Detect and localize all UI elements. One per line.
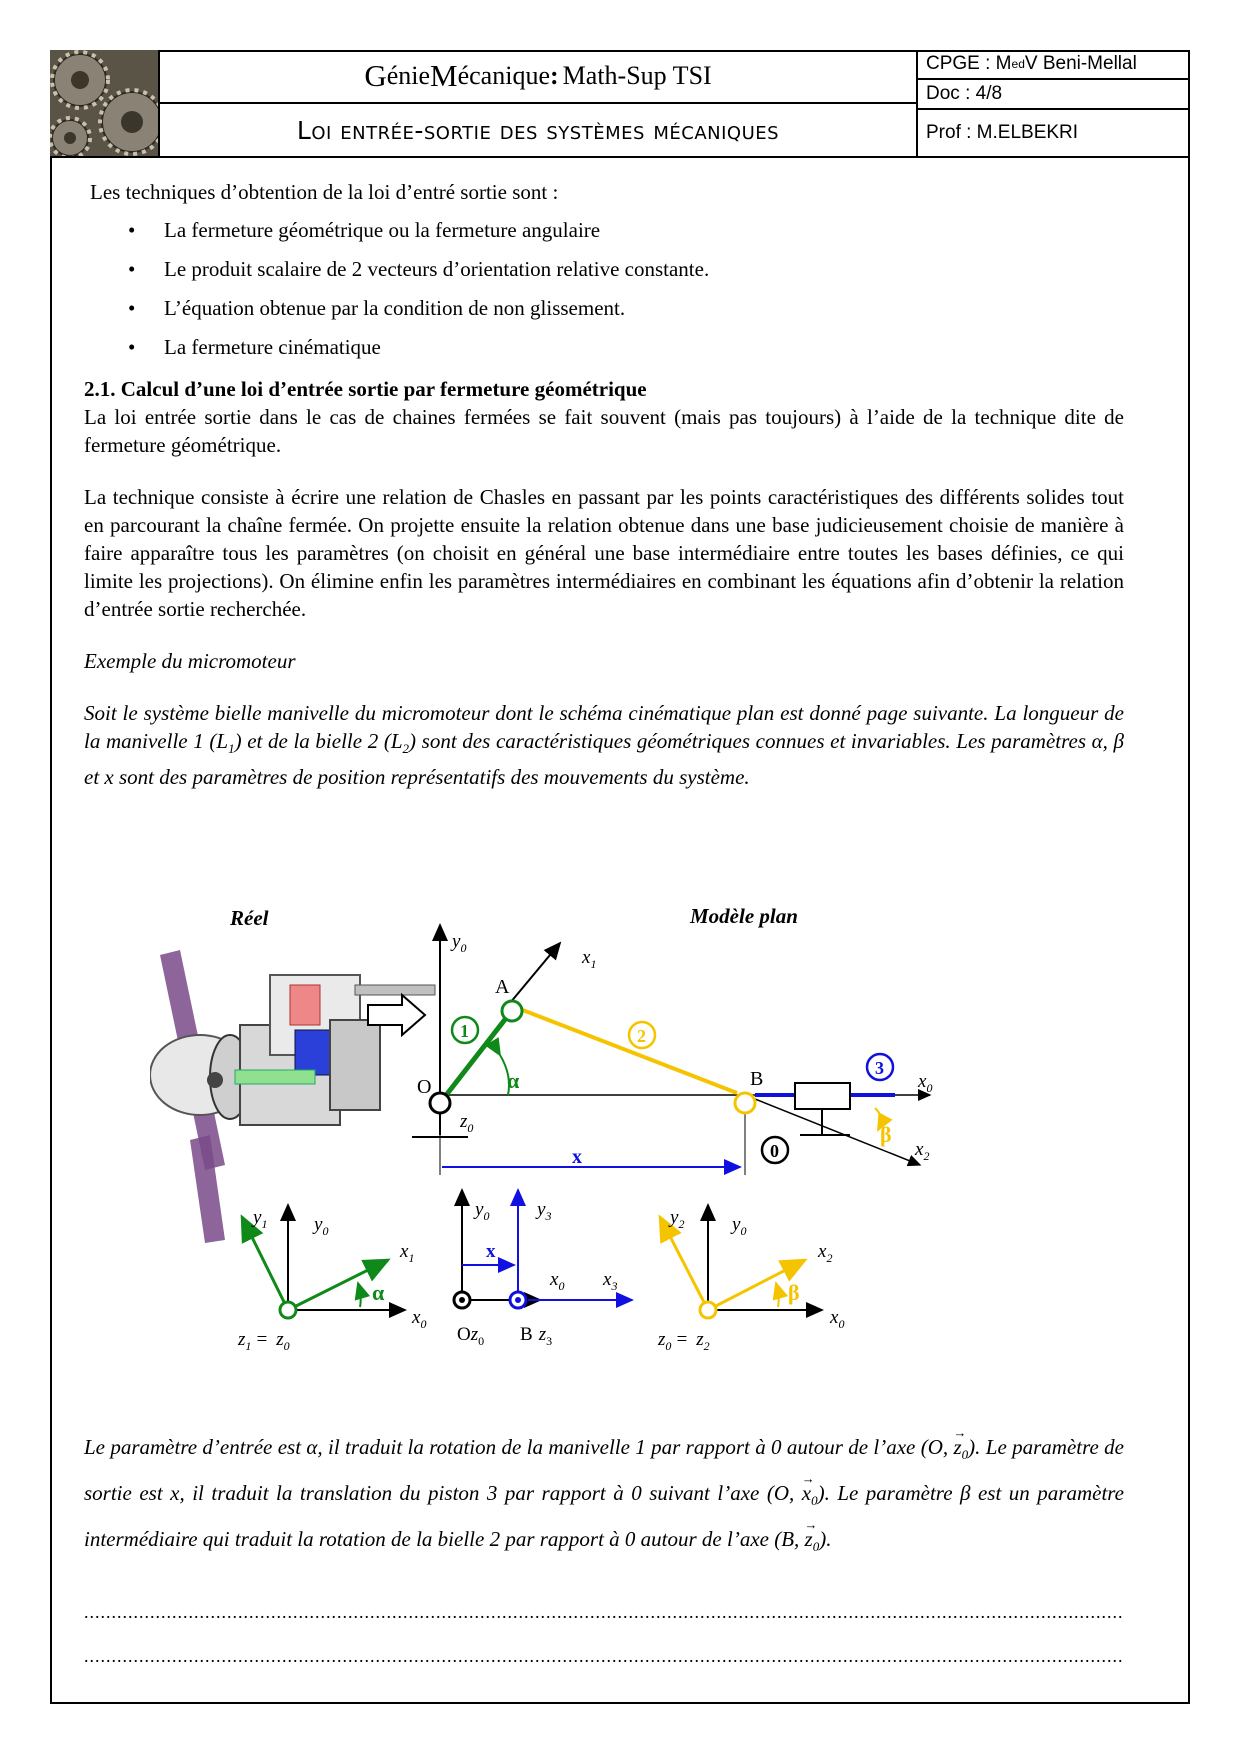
- svg-text:x0: x0: [829, 1307, 844, 1331]
- param-beta: β: [880, 1122, 892, 1147]
- vec-x2-label: x2: [914, 1139, 929, 1163]
- paragraph-2: La technique consiste à écrire une relat…: [84, 485, 1124, 621]
- micromotor-figure: Réel Modèle plan: [150, 905, 932, 1353]
- techniques-list: La fermeture géométrique ou la fermeture…: [84, 216, 1124, 361]
- engine-illustration: [150, 950, 436, 1243]
- svg-text:y3: y3: [535, 1199, 551, 1223]
- svg-text:z0=z2: z0=z2: [657, 1329, 710, 1353]
- svg-text:x3: x3: [602, 1269, 617, 1293]
- page-frame: [50, 50, 1190, 1704]
- svg-text:α: α: [372, 1280, 385, 1305]
- svg-text:y0: y0: [473, 1199, 489, 1223]
- param-x: x: [572, 1146, 582, 1168]
- svg-text:x2: x2: [817, 1241, 832, 1265]
- base-figure-3: β y2 y0 x2 x0 z0=z2: [657, 1203, 844, 1353]
- label-model: Modèle plan: [689, 905, 798, 928]
- model-diagram: 1 2 3 0 O A B α β x y0 x1 x0 x2 z0: [412, 923, 932, 1175]
- prof-name: Prof : M.ELBEKRI: [926, 122, 1079, 143]
- point-b: B: [750, 1068, 763, 1090]
- list-item: L’équation obtenue par la condition de n…: [128, 294, 1124, 322]
- list-item: La fermeture géométrique ou la fermeture…: [128, 216, 1124, 244]
- label-real: Réel: [229, 906, 269, 930]
- doc-number: Doc : 4/8: [918, 80, 1188, 110]
- header-subtitle: Loi entrée-sortie des systèmes mécanique…: [160, 104, 918, 156]
- transition-arrow: [367, 992, 427, 1038]
- example-title: Exemple du micromoteur: [84, 649, 296, 673]
- svg-text:y0: y0: [312, 1214, 328, 1238]
- answer-line-1[interactable]: ........................................…: [84, 1602, 1124, 1622]
- vec-x0-label: x0: [917, 1071, 932, 1095]
- main-content: Les techniques d’obtention de la loi d’e…: [84, 178, 1124, 791]
- vec-y0-label: y0: [450, 931, 466, 955]
- svg-text:β: β: [788, 1280, 800, 1305]
- param-alpha: α: [507, 1068, 520, 1093]
- answer-line-2[interactable]: ........................................…: [84, 1646, 1124, 1666]
- svg-text:y1: y1: [251, 1207, 267, 1231]
- svg-text:z1=z0: z1=z0: [237, 1329, 290, 1353]
- svg-text:x: x: [486, 1241, 496, 1262]
- point-o: O: [417, 1076, 431, 1098]
- vec-z0-label: z0: [459, 1111, 473, 1135]
- paragraph-1: La loi entrée sortie dans le cas de chai…: [84, 405, 1124, 457]
- svg-text:x0: x0: [411, 1307, 426, 1331]
- solid-2: 2: [637, 1026, 646, 1046]
- svg-text:Oz0: Oz0: [457, 1324, 484, 1348]
- solid-0: 0: [770, 1141, 779, 1161]
- list-item: La fermeture cinématique: [128, 333, 1124, 361]
- parameters-text: Le paramètre d’entrée est α, il traduit …: [84, 1414, 1124, 1567]
- solid-1: 1: [460, 1021, 469, 1041]
- solid-3: 3: [875, 1058, 884, 1078]
- svg-text:Bz3: Bz3: [520, 1324, 552, 1348]
- intro-text: Les techniques d’obtention de la loi d’e…: [90, 180, 559, 204]
- svg-text:y0: y0: [730, 1214, 746, 1238]
- base-figure-1: α y1 y0 x1 x0 z1=z0: [237, 1203, 426, 1353]
- list-item: Le produit scalaire de 2 vecteurs d’orie…: [128, 255, 1124, 283]
- section-title: 2.1. Calcul d’une loi d’entrée sortie pa…: [84, 377, 647, 401]
- example-text: Soit le système bielle manivelle du micr…: [84, 701, 1124, 790]
- svg-text:x0: x0: [549, 1269, 564, 1293]
- svg-text:x1: x1: [399, 1241, 414, 1265]
- vec-x1-label: x1: [581, 947, 596, 971]
- svg-text:y2: y2: [668, 1207, 684, 1231]
- gears-logo: [50, 50, 160, 156]
- point-a: A: [495, 976, 510, 998]
